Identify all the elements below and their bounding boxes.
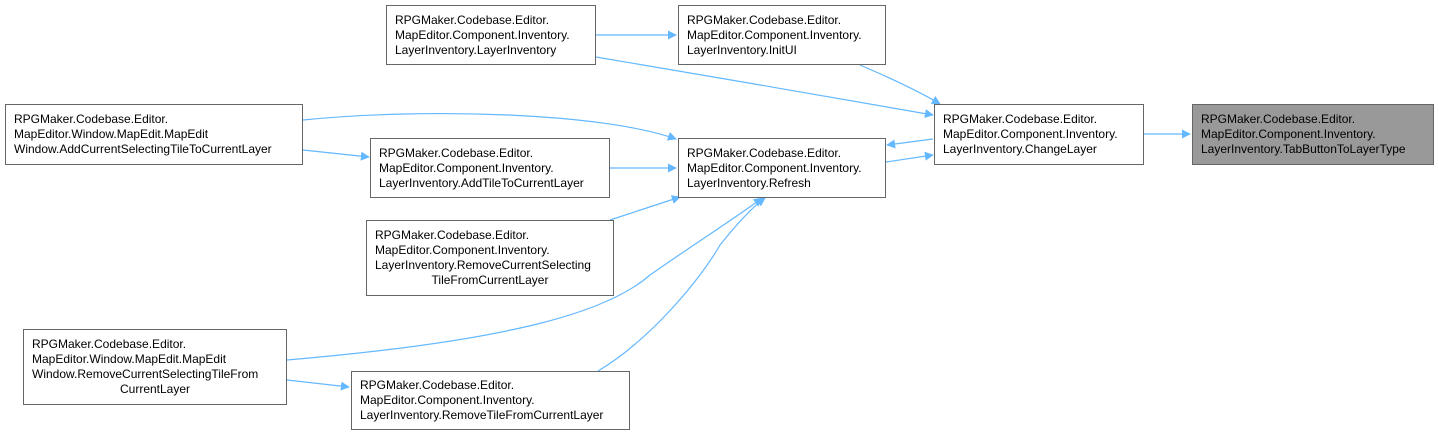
node-window-remove-current-selecting-tile[interactable]: RPGMaker.Codebase.Editor.MapEditor.Windo… bbox=[23, 329, 287, 405]
node-label-line: Window.AddCurrentSelectingTileToCurrentL… bbox=[14, 142, 272, 156]
node-label-line: TileFromCurrentLayer bbox=[431, 273, 549, 287]
node-label-line: LayerInventory.RemoveTileFromCurrentLaye… bbox=[360, 408, 604, 422]
edge-windowadd-to-addtile bbox=[302, 149, 370, 161]
edge-ctor-to-changelayer bbox=[595, 56, 934, 118]
node-label-line: LayerInventory.LayerInventory bbox=[395, 42, 557, 57]
node-change-layer[interactable]: RPGMaker.Codebase.Editor.MapEditor.Compo… bbox=[934, 104, 1144, 165]
node-label-line: MapEditor.Window.MapEdit.MapEdit bbox=[14, 127, 209, 141]
node-label-line: MapEditor.Component.Inventory. bbox=[379, 160, 554, 175]
edge-windowadd-to-refresh bbox=[302, 112, 677, 141]
edge-windowremove-to-removetile bbox=[286, 379, 350, 391]
node-label-line: MapEditor.Component.Inventory. bbox=[395, 27, 570, 42]
node-init-ui[interactable]: RPGMaker.Codebase.Editor.MapEditor.Compo… bbox=[678, 5, 886, 65]
node-label-line: CurrentLayer bbox=[119, 382, 191, 396]
edge-removetile-to-refresh bbox=[597, 197, 766, 372]
node-label-line: MapEditor.Component.Inventory. bbox=[1201, 127, 1376, 141]
node-label-line: RPGMaker.Codebase.Editor. bbox=[375, 228, 530, 242]
edge-windowremove-to-refresh bbox=[286, 197, 763, 361]
node-label-line: MapEditor.Window.MapEdit.MapEdit bbox=[32, 352, 227, 366]
node-label-line: RPGMaker.Codebase.Editor. bbox=[1201, 112, 1356, 126]
node-label-line: LayerInventory.TabButtonToLayerType bbox=[1201, 142, 1406, 156]
node-label-line: MapEditor.Component.Inventory. bbox=[943, 127, 1118, 141]
node-label-line: RPGMaker.Codebase.Editor. bbox=[687, 145, 842, 160]
node-refresh[interactable]: RPGMaker.Codebase.Editor.MapEditor.Compo… bbox=[678, 138, 886, 198]
node-label-line: LayerInventory.RemoveCurrentSelecting bbox=[375, 258, 591, 272]
node-label-line: RPGMaker.Codebase.Editor. bbox=[379, 145, 534, 160]
node-remove-current-selecting-tile[interactable]: RPGMaker.Codebase.Editor.MapEditor.Compo… bbox=[366, 220, 614, 296]
node-label-line: LayerInventory.ChangeLayer bbox=[943, 142, 1097, 156]
node-label-line: Window.RemoveCurrentSelectingTileFrom bbox=[32, 367, 259, 381]
edge-initui-to-changelayer bbox=[859, 64, 941, 105]
node-label-line: RPGMaker.Codebase.Editor. bbox=[14, 112, 169, 126]
node-add-tile-to-current-layer[interactable]: RPGMaker.Codebase.Editor.MapEditor.Compo… bbox=[370, 138, 610, 198]
node-label-line: RPGMaker.Codebase.Editor. bbox=[687, 12, 842, 27]
node-label-line: LayerInventory.InitUI bbox=[687, 42, 797, 57]
node-label-line: RPGMaker.Codebase.Editor. bbox=[32, 337, 187, 351]
edge-removecurrent-to-refresh bbox=[609, 195, 681, 221]
node-layer-inventory-ctor[interactable]: RPGMaker.Codebase.Editor.MapEditor.Compo… bbox=[386, 5, 596, 65]
node-remove-tile-from-current-layer[interactable]: RPGMaker.Codebase.Editor.MapEditor.Compo… bbox=[351, 371, 630, 430]
node-label-line: MapEditor.Component.Inventory. bbox=[375, 243, 550, 257]
node-label-line: RPGMaker.Codebase.Editor. bbox=[360, 378, 515, 392]
node-label-line: MapEditor.Component.Inventory. bbox=[360, 393, 535, 407]
node-tab-button-to-layer-type: RPGMaker.Codebase.Editor.MapEditor.Compo… bbox=[1192, 104, 1434, 165]
node-label-line: RPGMaker.Codebase.Editor. bbox=[943, 112, 1098, 126]
node-label-line: MapEditor.Component.Inventory. bbox=[687, 160, 862, 175]
node-window-add-current-selecting-tile[interactable]: RPGMaker.Codebase.Editor.MapEditor.Windo… bbox=[5, 104, 303, 165]
edge-refresh-to-changelayer bbox=[885, 151, 934, 163]
node-label-line: LayerInventory.Refresh bbox=[687, 175, 811, 190]
edge-changelayer-to-refresh bbox=[886, 138, 934, 149]
node-label-line: LayerInventory.AddTileToCurrentLayer bbox=[379, 175, 584, 190]
node-label-line: RPGMaker.Codebase.Editor. bbox=[395, 12, 550, 27]
node-label-line: MapEditor.Component.Inventory. bbox=[687, 27, 862, 42]
